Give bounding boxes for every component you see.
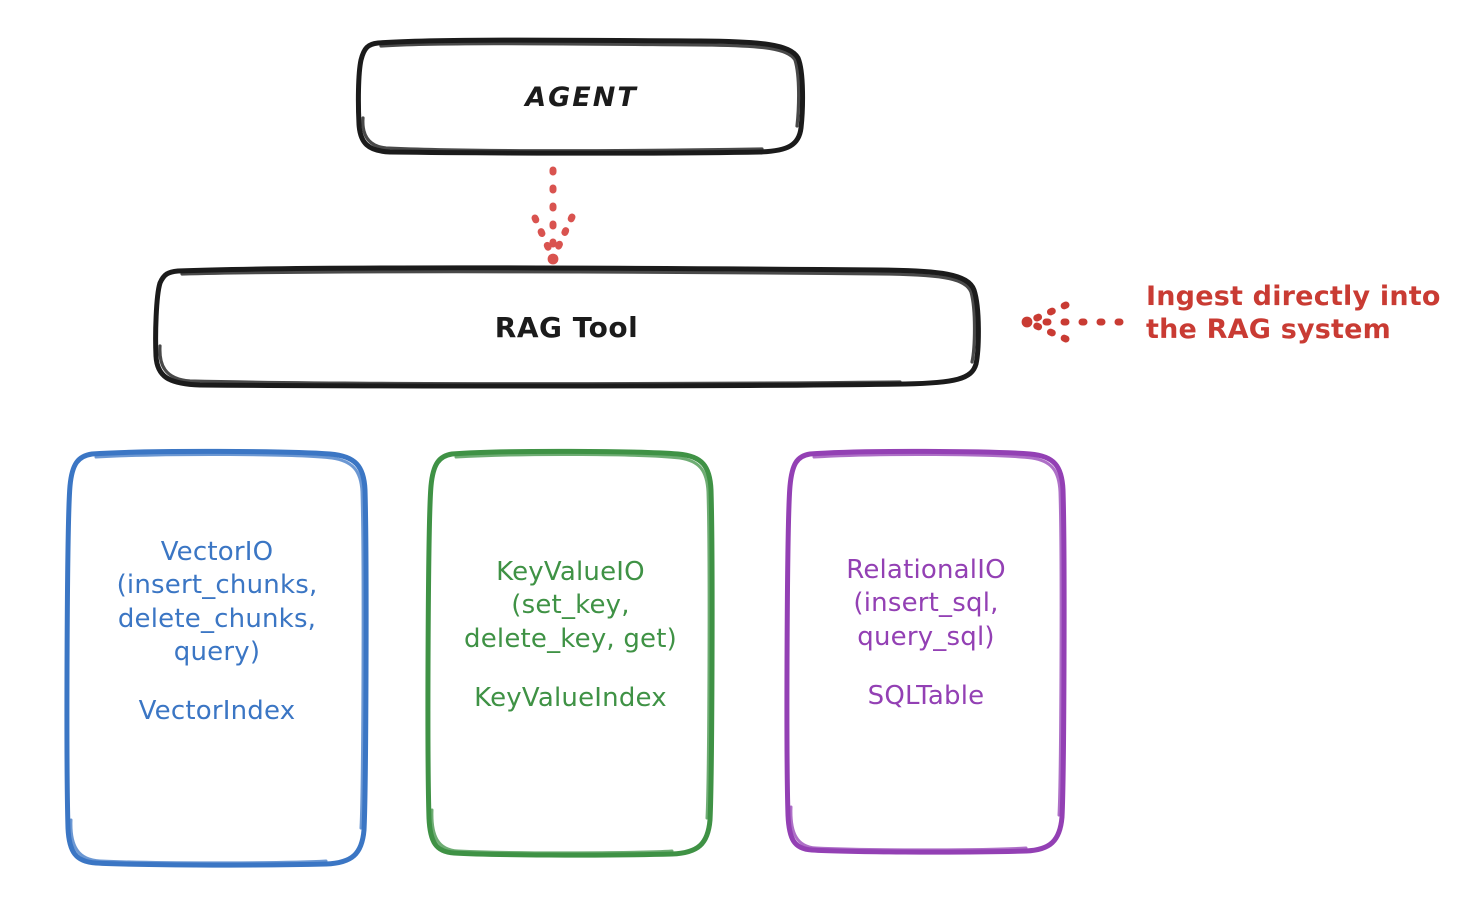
node-key-value-io[interactable]: KeyValueIO (set_key, delete_key, get) Ke… [430,450,711,856]
key-value-io-api-label: KeyValueIO (set_key, delete_key, get) [464,557,677,654]
node-rag-tool-label: RAG Tool [494,310,639,344]
vector-io-box-outline [64,448,369,868]
key-value-io-text-block: KeyValueIO (set_key, delete_key, get) Ke… [430,556,711,715]
ingest-annotation-text: Ingest directly into the RAG system [1146,281,1441,345]
node-relational-io[interactable]: RelationalIO (insert_sql, query_sql) SQL… [788,450,1064,853]
node-rag-tool[interactable]: RAG Tool [155,268,978,386]
vector-io-index-label: VectorIndex [138,696,296,727]
ingest-arrow [1021,301,1124,343]
relational-io-box-outline [784,448,1067,855]
agent-to-rag-arrow [531,166,576,265]
node-agent[interactable]: AGENT [358,40,805,154]
agent-box-outline [355,37,806,156]
rag-tool-box-outline [153,265,981,389]
vector-io-text-block: VectorIO (insert_chunks, delete_chunks, … [68,536,366,728]
relational-io-text-block: RelationalIO (insert_sql, query_sql) SQL… [788,554,1064,713]
relational-io-api-label: RelationalIO (insert_sql, query_sql) [846,555,1006,652]
key-value-io-index-label: KeyValueIndex [474,682,667,713]
node-agent-label: AGENT [525,81,638,113]
relational-io-index-label: SQLTable [867,680,985,711]
vector-io-api-label: VectorIO (insert_chunks, delete_chunks, … [116,537,318,667]
node-vector-io[interactable]: VectorIO (insert_chunks, delete_chunks, … [68,450,366,866]
key-value-io-box-outline [425,448,715,858]
